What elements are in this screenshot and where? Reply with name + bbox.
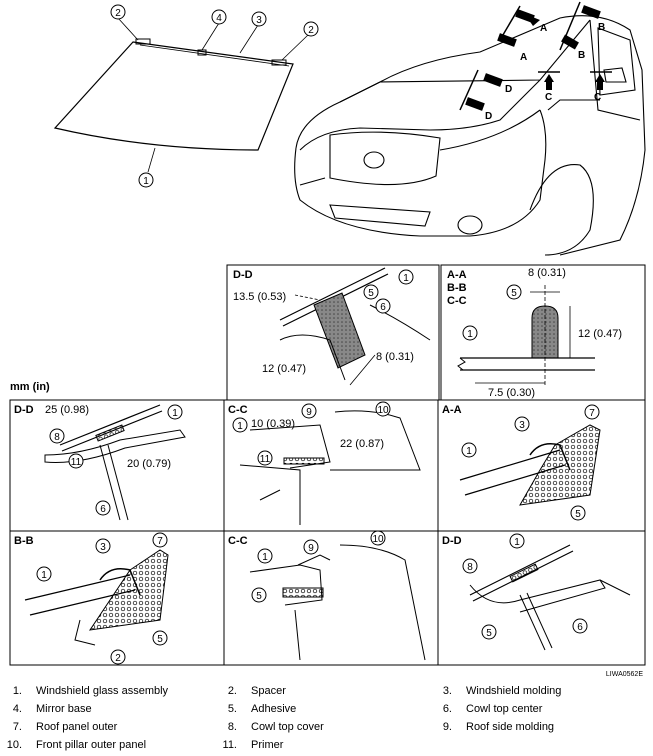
panel-dd-left-callout-1: 1: [172, 408, 178, 419]
panel-dd-left-dim-1: 25 (0.98): [45, 404, 89, 416]
arrow-label-a1: A: [540, 23, 547, 34]
callout-4-label: 4: [216, 13, 222, 24]
panel-dd-left-title: D-D: [14, 404, 34, 416]
detail-abc-title-cc: C-C: [447, 295, 467, 307]
legend-item: 7.Roof panel outer: [12, 721, 118, 733]
legend-item: 10.Front pillar outer panel: [6, 739, 147, 751]
car-illustration: [294, 15, 646, 256]
panel-cc-mid2-callout-9: 9: [308, 543, 314, 554]
detail-abc-dim-height: 12 (0.47): [578, 328, 622, 340]
detail-abc-callout-5: 5: [511, 288, 517, 299]
panel-cc-mid: C-C 10 (0.39) 22 (0.87) 9 10 1 11: [228, 401, 421, 525]
arrow-label-d2: D: [485, 111, 492, 122]
panel-dd-left-callout-8: 8: [54, 432, 60, 443]
panel-dd-right-callout-1: 1: [514, 537, 520, 548]
detail-dd-top-callout-1: 1: [403, 273, 409, 284]
panel-cc-mid2-callout-1: 1: [262, 552, 268, 563]
legend-item: 11.Primer: [222, 739, 284, 751]
arrow-label-a2: A: [520, 52, 527, 63]
panel-dd-right-title: D-D: [442, 535, 462, 547]
detail-dd-top-dim-2: 12 (0.47): [262, 363, 306, 375]
panel-dd-right-callout-6: 6: [577, 622, 583, 633]
panel-bb-left-callout-5: 5: [157, 634, 163, 645]
panel-dd-right-callout-5: 5: [486, 628, 492, 639]
legend-item: 3.Windshield molding: [442, 685, 562, 697]
panel-dd-right: D-D 1 8 5 6: [442, 533, 631, 651]
panel-aa-right-callout-5: 5: [575, 509, 581, 520]
detail-dd-top-dim-3: 8 (0.31): [376, 351, 414, 363]
detail-abc-title-aa: A-A: [447, 269, 467, 281]
callout-3-label: 3: [256, 15, 262, 26]
callout-2-right-label: 2: [308, 25, 314, 36]
panel-cc-mid-dim-2: 22 (0.87): [340, 438, 384, 450]
legend-item: 5.Adhesive: [227, 703, 297, 715]
detail-abc-callout-1: 1: [467, 329, 473, 340]
panel-cc-mid-callout-1: 1: [237, 421, 243, 432]
panel-cc-mid-dim-1: 10 (0.39): [251, 418, 295, 430]
detail-dd-top-callout-6: 6: [380, 302, 386, 313]
panel-cc-mid2-title: C-C: [228, 535, 248, 547]
detail-abc-top: A-A B-B C-C 8 (0.31) 12 (0.47) 7.5 (0.30…: [440, 264, 646, 401]
panel-aa-right: A-A 7 3 1 5: [442, 404, 601, 521]
panel-dd-left: D-D 25 (0.98) 20 (0.79) 1 8 11 6: [14, 404, 186, 521]
callout-1: [138, 172, 154, 188]
detail-abc-title-bb: B-B: [447, 282, 467, 294]
legend-item: 2.Spacer: [227, 685, 286, 697]
callout-1-label: 1: [143, 176, 149, 187]
panel-bb-left-title: B-B: [14, 535, 34, 547]
windshield-glass-illustration: 2 4 3 2 1: [53, 4, 319, 188]
panel-cc-mid-title: C-C: [228, 404, 248, 416]
panel-aa-right-callout-3: 3: [519, 420, 525, 431]
callout-3: [251, 11, 267, 27]
panel-dd-left-dim-2: 20 (0.79): [127, 458, 171, 470]
arrow-label-b2: B: [578, 50, 585, 61]
arrow-label-d1: D: [505, 84, 512, 95]
arrow-label-b1: B: [598, 22, 605, 33]
panel-aa-right-callout-1: 1: [466, 446, 472, 457]
panel-cc-mid2: C-C 1 9 10 5: [228, 530, 426, 661]
legend-item: 6.Cowl top center: [442, 703, 543, 715]
panel-cc-mid-callout-10: 10: [377, 405, 389, 416]
panel-cc-mid2-callout-10: 10: [372, 534, 384, 545]
detail-abc-dim-width: 8 (0.31): [528, 267, 566, 279]
detail-dd-top: D-D 1 5 6 13.5 (0.53) 12 (0.47) 8 (0.31): [226, 264, 440, 401]
legend-item: 4.Mirror base: [12, 703, 92, 715]
legend-item: 1.Windshield glass assembly: [12, 685, 169, 697]
panel-dd-left-callout-11: 11: [71, 457, 82, 468]
panel-aa-right-title: A-A: [442, 404, 462, 416]
figure-code: LIWA0562E: [606, 671, 643, 678]
panel-bb-left-callout-2: 2: [115, 653, 121, 664]
panel-bb-left-callout-3: 3: [100, 542, 106, 553]
panel-bb-left-callout-1: 1: [41, 570, 47, 581]
arrow-label-c2: C: [594, 92, 601, 103]
callout-2-right: [303, 21, 319, 37]
detail-dd-top-title: D-D: [233, 269, 253, 281]
diagram-canvas: 2 4 3 2 1 A A B B: [9, 1, 646, 678]
detail-abc-dim-offset: 7.5 (0.30): [488, 387, 535, 399]
panel-bb-left: B-B 3 7 1 5 2: [14, 532, 169, 665]
legend-item: 8.Cowl top cover: [227, 721, 324, 733]
panel-cc-mid-callout-9: 9: [306, 407, 312, 418]
detail-dd-top-callout-5: 5: [368, 288, 374, 299]
arrow-label-c1: C: [545, 92, 552, 103]
panel-dd-right-callout-8: 8: [467, 562, 473, 573]
panel-bb-left-callout-7: 7: [157, 536, 163, 547]
unit-label: mm (in): [10, 381, 50, 393]
callout-2-left-label: 2: [115, 8, 121, 19]
panel-cc-mid-callout-11: 11: [260, 454, 271, 465]
panel-dd-left-callout-6: 6: [100, 504, 106, 515]
callout-4: [211, 9, 227, 25]
panel-cc-mid2-callout-5: 5: [256, 591, 262, 602]
detail-dd-top-dim-1: 13.5 (0.53): [233, 291, 286, 303]
panel-aa-right-callout-7: 7: [589, 408, 595, 419]
section-arrows: A A B B D D C C: [459, 1, 612, 122]
callout-2-left: [110, 4, 126, 20]
legend-item: 9.Roof side molding: [442, 721, 555, 733]
panel-grid: [9, 399, 646, 666]
